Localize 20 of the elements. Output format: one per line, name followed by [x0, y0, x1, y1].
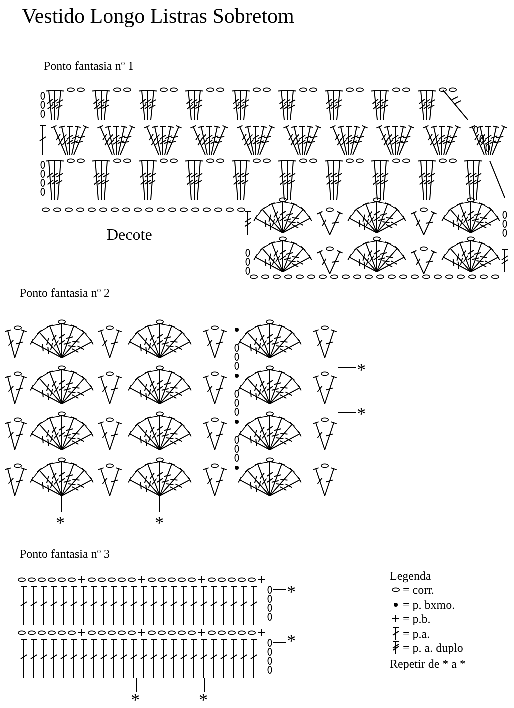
chart-title: Ponto fantasia nº 3: [20, 548, 110, 560]
legend-note: Repetir de * a *: [390, 658, 466, 670]
repeat-mark: *: [155, 514, 164, 532]
title: Vestido Longo Listras Sobretom: [22, 6, 294, 27]
legend-text: = p.a.: [403, 628, 430, 640]
legend-text: = p.b.: [403, 613, 431, 625]
legend-title: Legenda: [390, 570, 432, 582]
legend-text: = corr.: [403, 584, 434, 596]
repeat-mark: *: [131, 691, 140, 708]
legend-text: = p. bxmo.: [403, 598, 456, 610]
chart-label: Decote: [107, 228, 152, 244]
repeat-mark: *: [199, 691, 208, 708]
chart-title: Ponto fantasia nº 2: [20, 287, 110, 299]
repeat-mark: *: [287, 632, 296, 650]
chart-title: Ponto fantasia nº 1: [44, 60, 134, 72]
legend-text: = p. a. duplo: [403, 642, 464, 654]
repeat-mark: *: [357, 405, 366, 423]
repeat-mark: *: [287, 583, 296, 601]
repeat-mark: *: [56, 514, 65, 532]
repeat-mark: *: [357, 361, 366, 379]
